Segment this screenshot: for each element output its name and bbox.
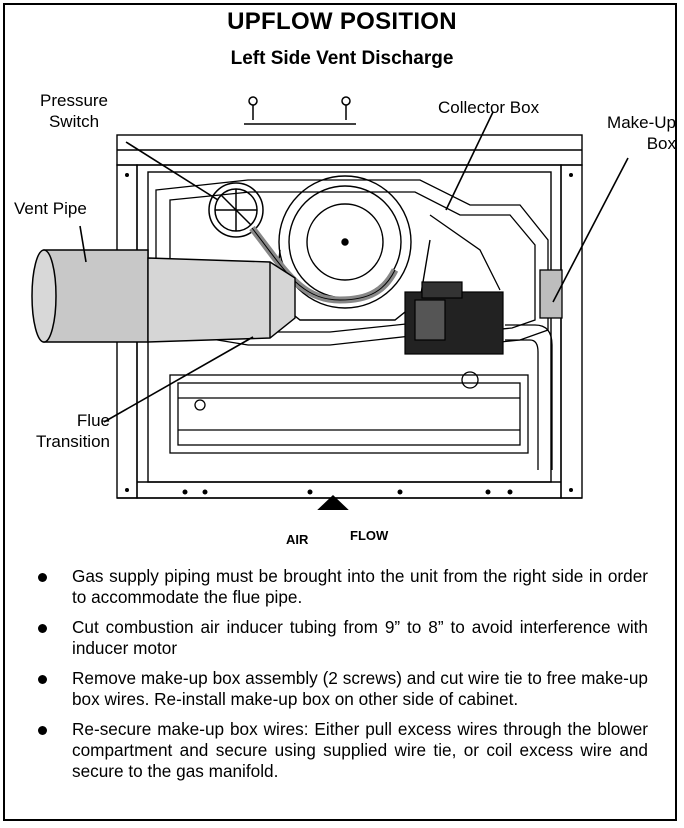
gas-valve bbox=[404, 281, 504, 355]
flue-transition-label: Flue Transition bbox=[35, 411, 110, 451]
top-screws bbox=[244, 96, 356, 125]
airflow-arrow bbox=[317, 495, 349, 510]
diagram-subtitle: Left Side Vent Discharge bbox=[230, 48, 454, 69]
note-item: Gas supply piping must be brought into t… bbox=[38, 566, 648, 608]
collector-box-label: Collector Box bbox=[438, 98, 540, 117]
note-item: Cut combustion air inducer tubing from 9… bbox=[38, 617, 648, 659]
vent-pipe bbox=[31, 249, 149, 343]
leader-lines bbox=[79, 111, 629, 423]
bullet-icon bbox=[38, 675, 47, 684]
bullet-icon bbox=[38, 573, 47, 582]
airflow-flow-label: FLOW bbox=[350, 528, 389, 543]
diagram-title: UPFLOW POSITION bbox=[227, 8, 457, 35]
notes-list: Gas supply piping must be brought into t… bbox=[38, 566, 648, 791]
burner-assembly bbox=[169, 371, 529, 454]
bullet-icon bbox=[38, 726, 47, 735]
makeup-box-label: Make-Up Box bbox=[607, 113, 676, 153]
bottom-screws bbox=[125, 173, 573, 495]
gas-manifold bbox=[505, 324, 553, 470]
pressure-switch bbox=[208, 182, 264, 238]
pressure-switch-label: Pressure Switch bbox=[39, 91, 109, 131]
flue-transition bbox=[147, 257, 296, 343]
note-item: Re-secure make-up box wires: Either pull… bbox=[38, 719, 648, 782]
airflow-air-label: AIR bbox=[286, 532, 309, 547]
outer-frame bbox=[3, 3, 677, 821]
makeup-box bbox=[539, 269, 563, 319]
note-item: Remove make-up box assembly (2 screws) a… bbox=[38, 668, 648, 710]
bullet-icon bbox=[38, 624, 47, 633]
vent-pipe-label: Vent Pipe bbox=[14, 199, 87, 218]
furnace-diagram bbox=[31, 96, 629, 510]
